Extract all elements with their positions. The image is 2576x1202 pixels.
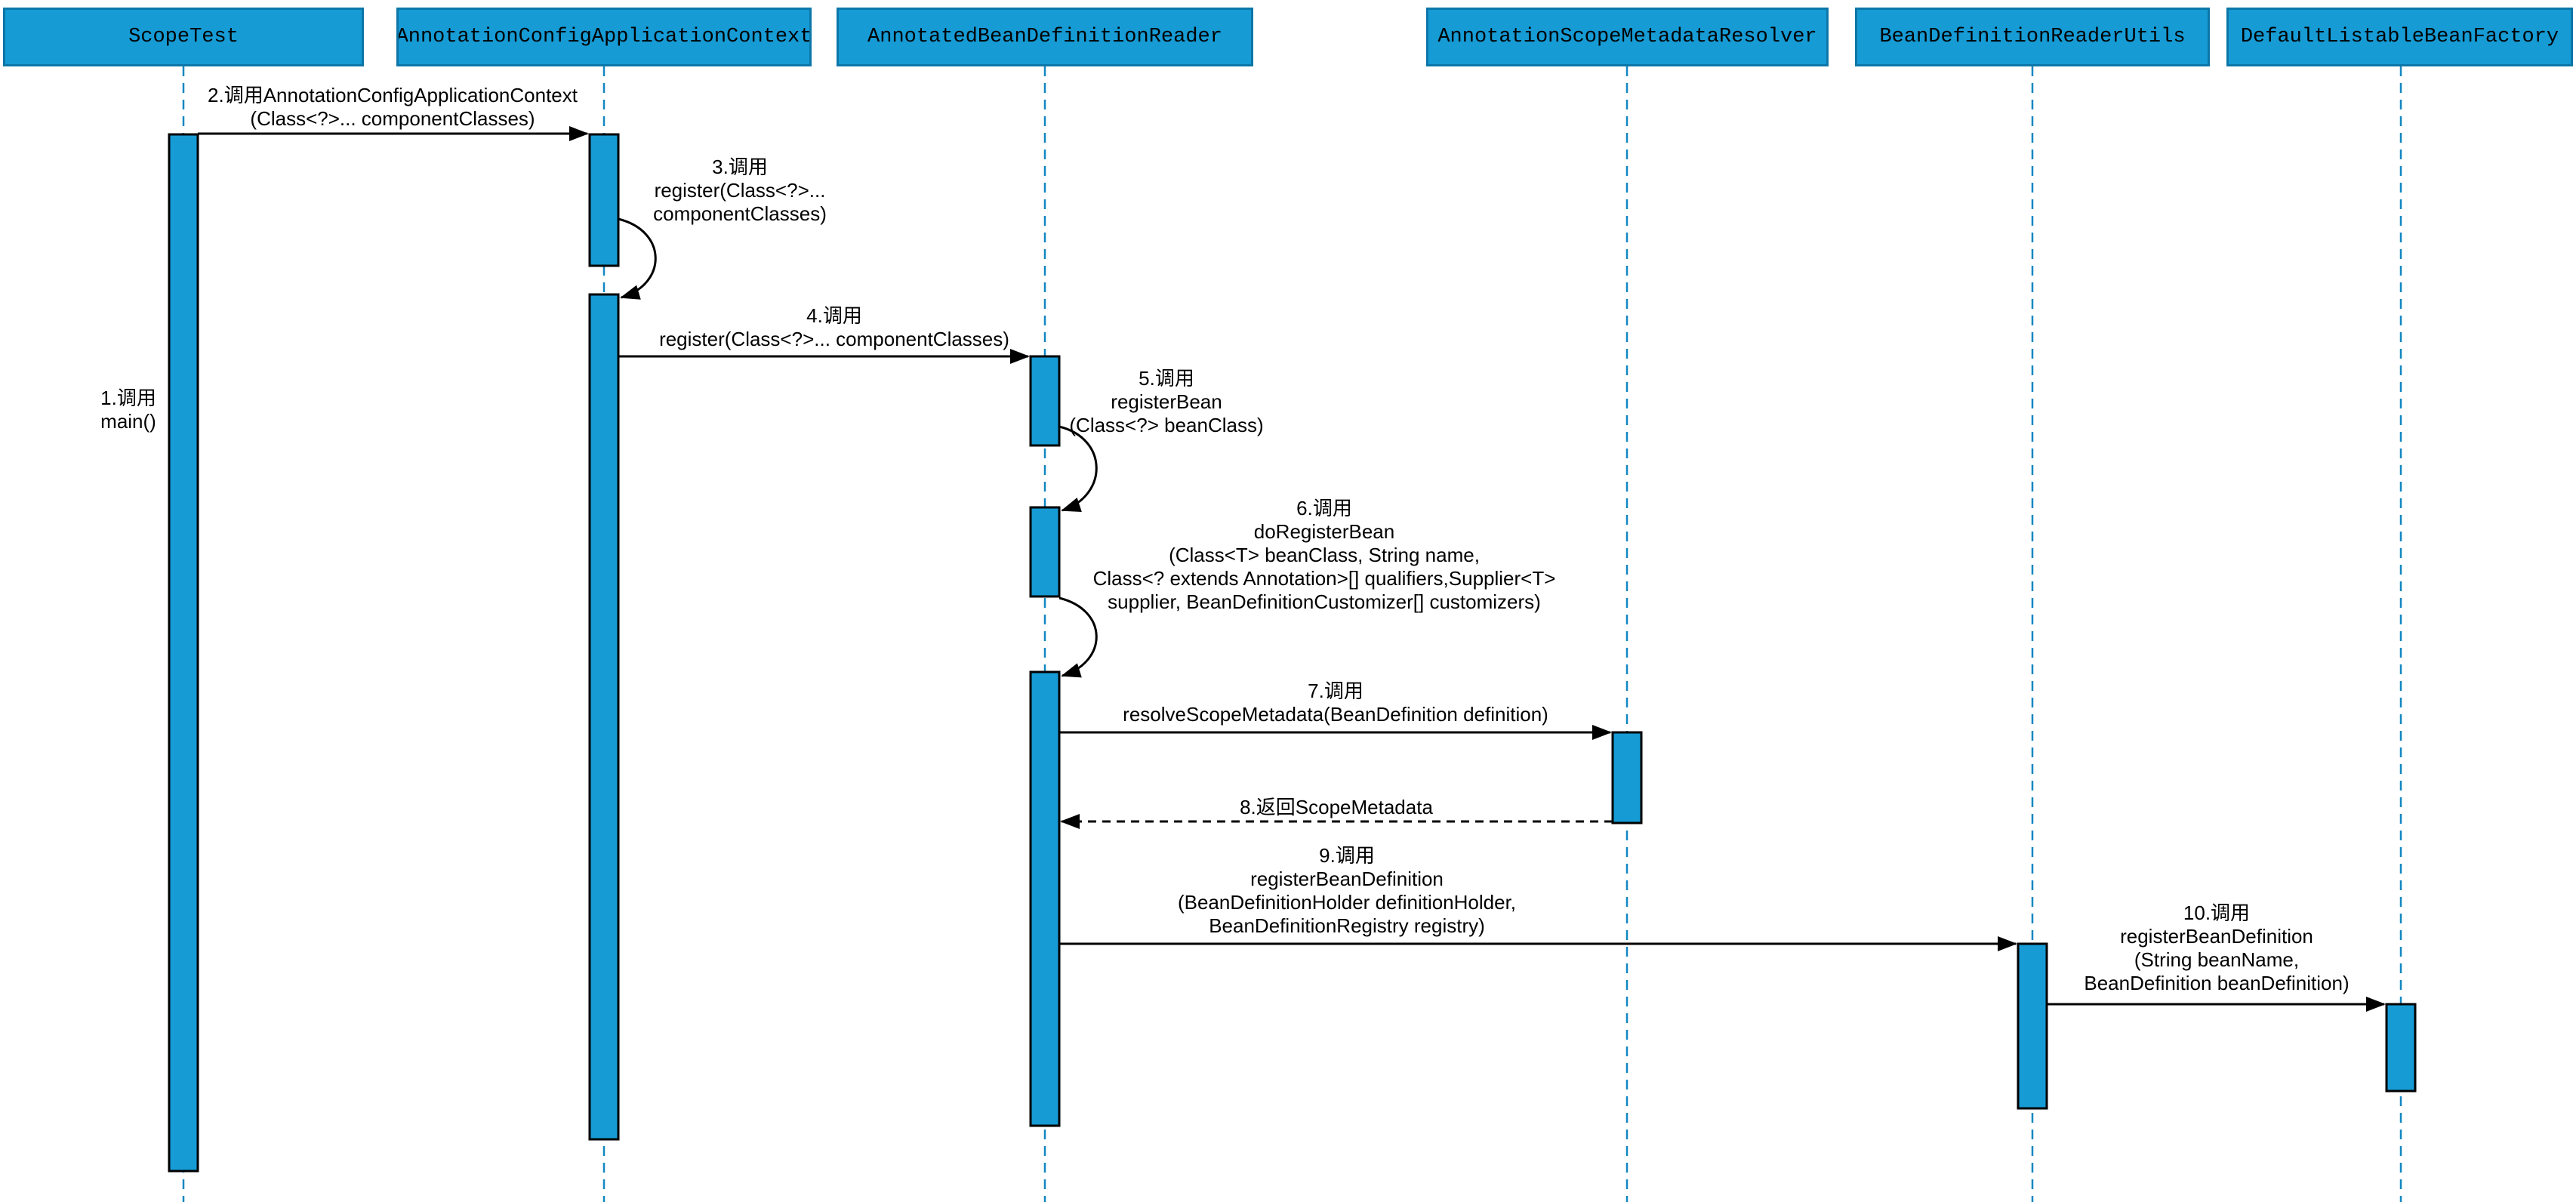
message-2-label: 2.调用AnnotationConfigApplicationContext (… <box>208 84 578 131</box>
message-3-label: 3.调用 register(Class<?>... componentClass… <box>653 156 827 226</box>
lifeline-label: AnnotationScopeMetadataResolver <box>1437 26 1817 48</box>
activation-bar-acac-1 <box>588 133 620 267</box>
message-label-line: (Class<T> beanClass, String name, <box>1169 544 1480 566</box>
message-label-line: registerBean <box>1111 390 1222 413</box>
message-9-label: 9.调用 registerBeanDefinition (BeanDefinit… <box>1178 844 1516 938</box>
lifeline-label: BeanDefinitionReaderUtils <box>1879 26 2186 48</box>
activation-bar-bdru <box>2017 942 2048 1110</box>
lifeline-header-beandefinitionreaderutils: BeanDefinitionReaderUtils <box>1855 8 2210 66</box>
activation-bar-dlbf <box>2385 1003 2417 1093</box>
activation-bar-scopetest <box>168 133 199 1173</box>
activation-bar-abdr-1 <box>1029 355 1061 447</box>
message-label-line: 8.返回ScopeMetadata <box>1240 796 1433 818</box>
message-label-line: 1.调用 <box>100 387 156 409</box>
message-label-line: BeanDefinitionRegistry registry) <box>1209 914 1485 937</box>
lifeline-header-annotationconfigapplicationcontext: AnnotationConfigApplicationContext <box>396 8 812 66</box>
message-label-line: register(Class<?>... componentClasses) <box>659 328 1009 350</box>
message-7-label: 7.调用 resolveScopeMetadata(BeanDefinition… <box>1123 680 1548 726</box>
message-label-line: 4.调用 <box>806 304 862 327</box>
lifeline-label: DefaultListableBeanFactory <box>2240 26 2559 48</box>
message-5-self-arrow <box>1058 425 1098 512</box>
message-label-line: (String beanName, <box>2134 948 2300 971</box>
message-1-label: 1.调用 main() <box>100 387 156 433</box>
lifeline-header-scopetest: ScopeTest <box>3 8 364 66</box>
message-5-label: 5.调用 registerBean (Class<?> beanClass) <box>1069 367 1263 437</box>
message-10-label: 10.调用 registerBeanDefinition (String bea… <box>2084 902 2349 995</box>
lifeline-label: AnnotationConfigApplicationContext <box>396 26 812 48</box>
message-label-line: resolveScopeMetadata(BeanDefinition defi… <box>1123 703 1548 726</box>
message-label-line: (Class<?>... componentClasses) <box>250 107 535 130</box>
message-label-line: 9.调用 <box>1319 844 1375 867</box>
activation-bar-abdr-2 <box>1029 506 1061 598</box>
message-label-line: (BeanDefinitionHolder definitionHolder, <box>1177 891 1517 914</box>
lifeline-header-annotationscopemetadataresolver: AnnotationScopeMetadataResolver <box>1426 8 1829 66</box>
message-label-line: registerBeanDefinition <box>1250 868 1444 890</box>
message-label-line: doRegisterBean <box>1253 520 1395 543</box>
lifeline-label: ScopeTest <box>128 26 239 48</box>
activation-bar-abdr-3 <box>1029 670 1061 1127</box>
message-label-line: 7.调用 <box>1308 680 1363 702</box>
message-3-self-arrow <box>618 217 657 300</box>
message-label-line: register(Class<?>... <box>654 179 826 202</box>
message-label-line: 6.调用 <box>1296 497 1352 519</box>
message-label-line: registerBeanDefinition <box>2120 925 2313 948</box>
message-label-line: 2.调用AnnotationConfigApplicationContext <box>208 84 578 106</box>
message-6-self-arrow <box>1058 596 1098 678</box>
message-4-label: 4.调用 register(Class<?>... componentClass… <box>659 304 1009 351</box>
message-label-line: main() <box>100 410 156 433</box>
message-label-line: 5.调用 <box>1139 367 1194 390</box>
message-label-line: 10.调用 <box>2183 902 2251 924</box>
activation-bar-acac-2 <box>588 293 620 1141</box>
message-label-line: supplier, BeanDefinitionCustomizer[] cus… <box>1108 590 1541 613</box>
message-label-line: Class<? extends Annotation>[] qualifiers… <box>1092 567 1556 590</box>
message-label-line: 3.调用 <box>712 156 768 178</box>
message-8-label: 8.返回ScopeMetadata <box>1240 796 1433 819</box>
message-6-label: 6.调用 doRegisterBean (Class<T> beanClass,… <box>1093 497 1556 614</box>
message-label-line: componentClasses) <box>653 202 827 225</box>
lifeline-header-defaultlistablebeanfactory: DefaultListableBeanFactory <box>2226 8 2573 66</box>
message-label-line: BeanDefinition beanDefinition) <box>2084 972 2350 994</box>
lifeline-label: AnnotatedBeanDefinitionReader <box>867 26 1222 48</box>
lifeline-header-annotatedbeandefinitionreader: AnnotatedBeanDefinitionReader <box>837 8 1253 66</box>
activation-bar-asmr <box>1611 731 1643 824</box>
message-label-line: (Class<?> beanClass) <box>1069 414 1264 436</box>
